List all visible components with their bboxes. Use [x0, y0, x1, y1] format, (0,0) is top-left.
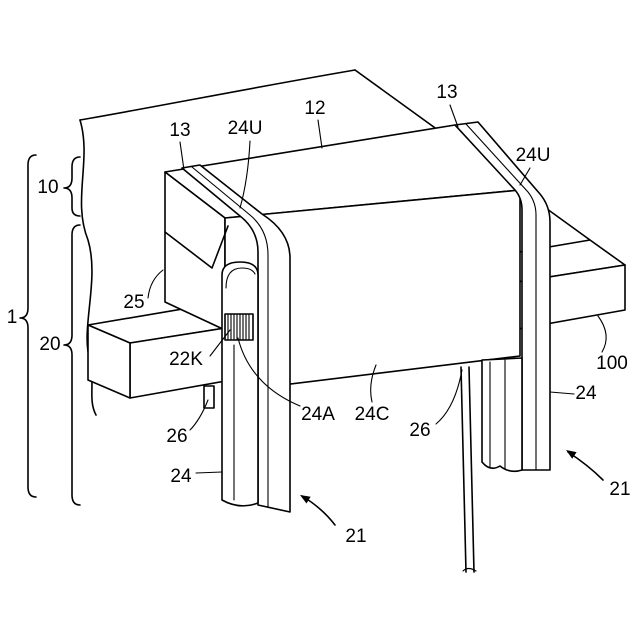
- label-26-right: 26: [409, 420, 430, 441]
- label-24-right: 24: [575, 383, 597, 404]
- label-10: 10: [37, 177, 58, 198]
- brace-1: [20, 155, 36, 497]
- label-12: 12: [304, 98, 325, 119]
- label-13-right: 13: [436, 82, 457, 103]
- label-25: 25: [123, 292, 144, 313]
- label-21-left: 21: [345, 526, 366, 547]
- brace-20: [64, 225, 80, 505]
- label-21-right: 21: [609, 479, 630, 500]
- label-26-left: 26: [166, 426, 187, 447]
- label-20: 20: [39, 334, 60, 355]
- label-24-left: 24: [170, 466, 192, 487]
- right-wire: [461, 367, 476, 572]
- brace-10: [64, 157, 80, 216]
- label-24c: 24C: [355, 404, 390, 425]
- label-22k: 22K: [169, 349, 203, 370]
- arrow-21-left: [300, 495, 335, 525]
- label-1: 1: [7, 307, 18, 328]
- label-24a: 24A: [301, 404, 335, 425]
- label-24u-right: 24U: [516, 145, 551, 166]
- right-coil: [482, 358, 522, 471]
- label-13-left: 13: [169, 120, 190, 141]
- arrow-21-right: [566, 450, 603, 480]
- label-100: 100: [596, 353, 628, 374]
- label-24u-left: 24U: [228, 118, 263, 139]
- left-coil: [222, 262, 258, 506]
